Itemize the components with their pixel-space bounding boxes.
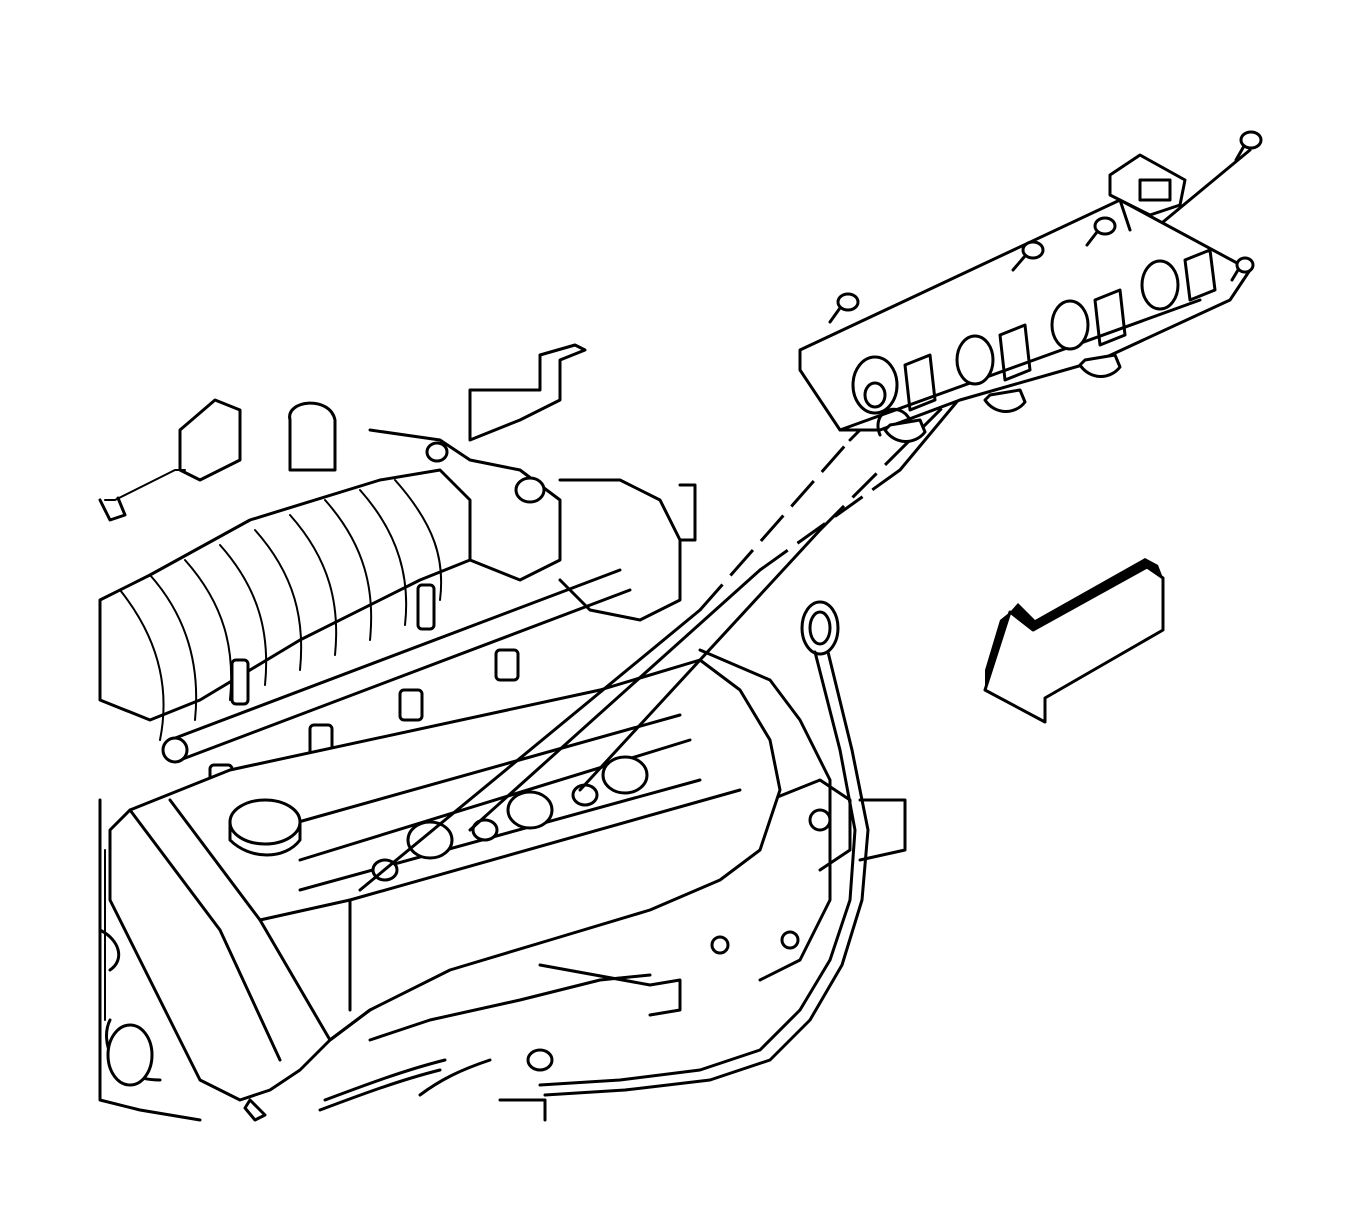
intake-manifold	[98, 343, 697, 741]
bolt	[1011, 240, 1045, 272]
direction-arrow	[983, 558, 1165, 724]
bolt	[1085, 216, 1117, 247]
bolt	[1230, 256, 1255, 282]
ignition-coil-module	[798, 153, 1252, 443]
bolt	[828, 292, 860, 324]
bolts	[828, 130, 1263, 324]
oil-dipstick	[538, 600, 870, 1097]
bolt	[1234, 130, 1263, 162]
